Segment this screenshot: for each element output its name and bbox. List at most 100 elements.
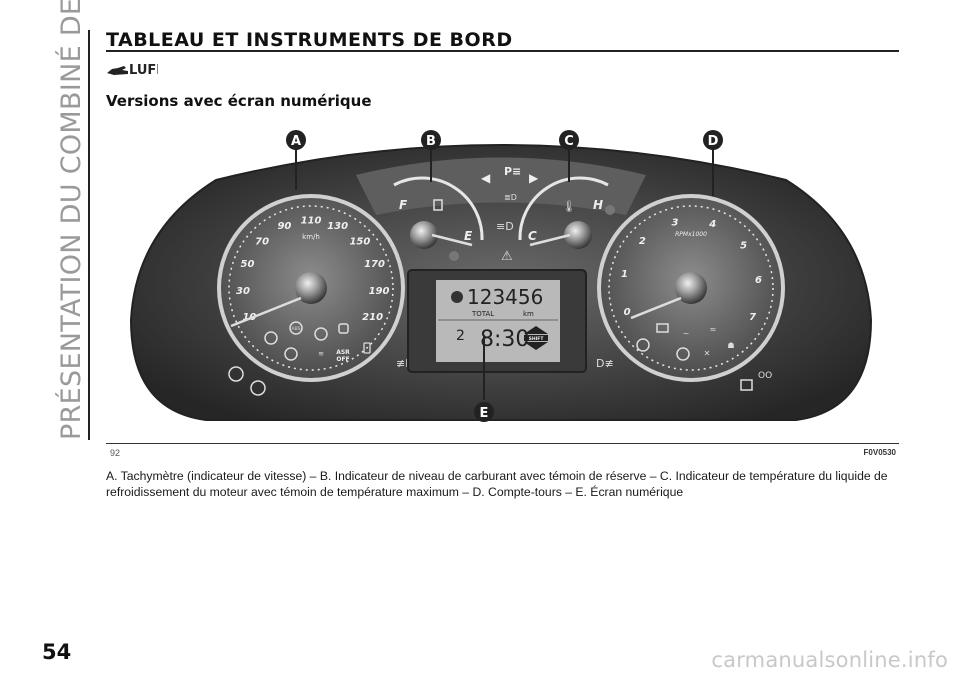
fuel-reserve-lamp: [449, 251, 459, 261]
chapter-title-vertical: PRÉSENTATION DU COMBINÉ DE BORD: [56, 0, 87, 440]
temp-hot-label: H: [593, 198, 603, 212]
speedometer-knob: [295, 272, 327, 304]
callout-b: B: [421, 130, 441, 182]
callout-c: C: [559, 130, 579, 182]
fuel-full-label: F: [399, 198, 408, 212]
temp-knob: [564, 221, 592, 249]
tachometer: 0 1 2 3 4 5 6 7 RPMx1000 ~ ≈ ✕ ☗: [597, 194, 785, 382]
instrument-cluster-figure: 1030507090110130150170190210 km/h ABS ≋ …: [106, 120, 899, 440]
title-divider: [106, 50, 899, 52]
temperature-gauge: H C 🌡: [518, 176, 615, 249]
battery-icon: [656, 323, 669, 333]
low-beam-icon: ≣D: [504, 193, 517, 202]
asr-off-label: OFF: [336, 356, 349, 363]
odometer-value: 123456: [467, 285, 543, 309]
dial-tick-label: 3: [672, 217, 679, 228]
figure-code: F0V0530: [863, 448, 896, 457]
coolant-temp-icon: 🌡: [562, 200, 576, 213]
logo-text: LUFI: [129, 63, 158, 78]
glow-plug-icon: [284, 347, 298, 361]
water-in-fuel-icon: ≈: [710, 325, 717, 334]
high-beam-icon: ≡D: [496, 220, 514, 233]
section-title: Versions avec écran numérique: [106, 92, 372, 110]
figure-number: 92: [110, 448, 121, 458]
fuel-empty-label: E: [464, 229, 473, 243]
callout-b-label: B: [426, 134, 436, 149]
dial-tick-label: 1: [621, 269, 628, 280]
abs-label: ABS: [292, 326, 301, 332]
callout-a: A: [286, 130, 306, 190]
callout-e: E: [474, 335, 494, 422]
dial-tick-label: 30: [236, 286, 250, 297]
headlight-icon: ≋: [318, 350, 324, 358]
turn-right-icon: ▶: [529, 171, 539, 185]
door-open-icon: [363, 342, 371, 354]
callout-c-label: C: [564, 134, 574, 149]
engine-check-icon: [636, 338, 650, 352]
tpms-icon: [676, 347, 690, 361]
low-fuel-icon: [740, 379, 753, 391]
callout-e-label: E: [480, 406, 489, 421]
speed-unit: km/h: [302, 233, 320, 241]
temp-cold-label: C: [528, 229, 537, 243]
shift-label: SHIFT: [529, 336, 545, 342]
dial-tick-label: 130: [327, 221, 348, 232]
seatbelt-icon: ✕: [704, 349, 711, 358]
temp-max-lamp: [605, 205, 615, 215]
temp-needle: [529, 233, 571, 247]
rear-fog-icon: D≢: [596, 357, 614, 370]
fuel-knob: [410, 221, 438, 249]
tachometer-tick-labels: 0 1 2 3 4 5 6 7: [621, 217, 762, 323]
general-warning-icon: ⚠: [501, 249, 513, 264]
dial-tick-label: 6: [755, 275, 762, 286]
callout-d: D: [703, 130, 723, 196]
esp-warning-icon: [338, 323, 349, 334]
watermark: carmanualsonline.info: [711, 648, 948, 672]
abs-warning-icon: [289, 321, 303, 335]
figure-rule: [106, 443, 899, 444]
fuel-pump-icon: [433, 199, 443, 211]
rpm-unit: RPMx1000: [675, 231, 707, 238]
speedometer: 1030507090110130150170190210 km/h ABS ≋ …: [217, 194, 405, 382]
dial-tick-label: 50: [241, 259, 255, 270]
oil-pressure-icon: ~: [683, 329, 690, 338]
gear-indicator: 2: [456, 328, 465, 344]
speedometer-needle: [230, 296, 302, 328]
dial-tick-label: 0: [624, 307, 631, 318]
dial-tick-label: 210: [362, 312, 383, 323]
callout-a-label: A: [291, 134, 301, 149]
page-number: 54: [42, 640, 72, 664]
chapter-sidebar: PRÉSENTATION DU COMBINÉ DE BORD: [44, 0, 88, 440]
dial-tick-label: 150: [349, 236, 370, 247]
dial-tick-label: 190: [369, 286, 390, 297]
asr-label: ASR: [336, 349, 350, 356]
battery-warning-icon: [314, 327, 328, 341]
odometer-label: TOTAL: [471, 310, 494, 318]
glow-plugs-icon: OO: [758, 371, 772, 381]
odometer-unit: km: [523, 310, 534, 318]
hand-icon: LUFI: [107, 63, 161, 78]
clock-time: 8:30: [480, 327, 529, 352]
airbag-icon: ☗: [727, 341, 734, 350]
dial-tick-label: 170: [364, 259, 385, 270]
dial-tick-label: 5: [740, 240, 747, 251]
fuel-needle: [431, 233, 473, 247]
service-wrench-icon: [451, 291, 463, 303]
dial-tick-label: 7: [749, 312, 756, 323]
brake-warning-icon: [264, 331, 278, 345]
dial-tick-label: 4: [708, 219, 716, 230]
tachometer-knob: [675, 272, 707, 304]
callout-d-label: D: [708, 134, 719, 149]
tachometer-needle: [630, 296, 682, 320]
dpf-icon: [250, 380, 266, 396]
parking-lights-icon: P≡: [504, 165, 521, 178]
page-title: TABLEAU ET INSTRUMENTS DE BORD: [106, 29, 513, 51]
turn-left-icon: ◀: [481, 171, 491, 185]
figure-caption: A. Tachymètre (indicateur de vitesse) – …: [106, 469, 888, 499]
dial-tick-label: 90: [277, 221, 291, 232]
service-icon: [228, 366, 244, 382]
dial-tick-label: 2: [639, 236, 646, 247]
dial-tick-label: 110: [301, 216, 322, 227]
digital-display: 123456 TOTAL km 2 8:30 SHIFT: [407, 269, 587, 373]
version-logo: LUFI: [106, 60, 161, 83]
